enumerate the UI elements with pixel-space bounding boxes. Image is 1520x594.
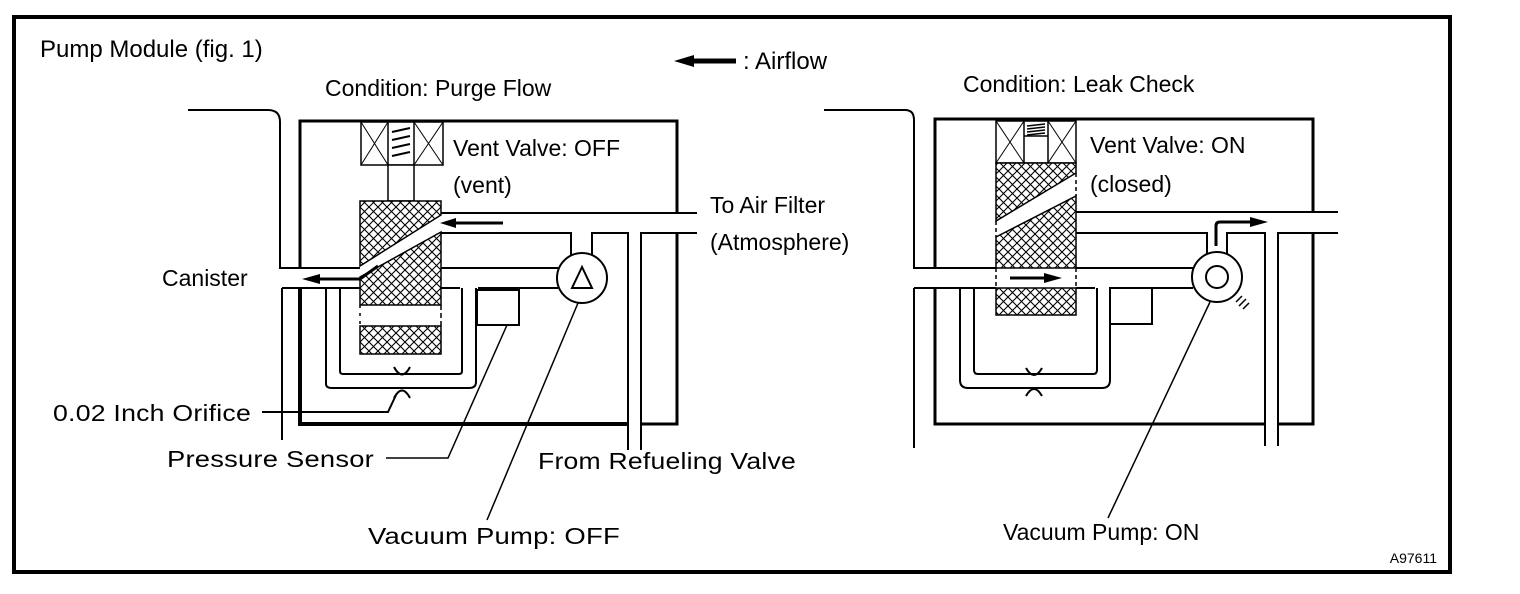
vacuum-pump-state: Vacuum Pump: ON xyxy=(1003,519,1199,545)
canister-pipe xyxy=(824,109,996,269)
vent-valve-state: Vent Valve: OFF xyxy=(453,135,620,161)
legend-label: : Airflow xyxy=(743,48,828,75)
figure-frame xyxy=(12,15,1452,574)
module-housing xyxy=(298,119,679,268)
module-housing xyxy=(933,117,1315,268)
solenoid-coil xyxy=(995,120,1077,164)
airflow-arrow-inlet xyxy=(440,218,503,228)
orifice-leader xyxy=(262,394,397,413)
panel-purge-flow: Condition: Purge Flow xyxy=(53,75,849,549)
vacuum-pump-state: Vacuum Pump: OFF xyxy=(368,523,620,549)
vent-valve-spool xyxy=(359,200,442,355)
triangle-pump-icon xyxy=(556,252,608,304)
condition-label: Condition: Leak Check xyxy=(963,71,1195,97)
pressure-sensor xyxy=(476,289,520,326)
figure-code: A97611 xyxy=(1390,550,1437,566)
pressure-sensor-label: Pressure Sensor xyxy=(167,446,374,472)
canister-pipe xyxy=(188,109,360,269)
orifice-label: 0.02 Inch Orifice xyxy=(53,400,251,426)
orifice-icon xyxy=(1025,367,1043,397)
vent-valve-note: (closed) xyxy=(1090,171,1172,197)
vacuum-pump-leader xyxy=(486,302,579,521)
vent-valve-note: (vent) xyxy=(453,172,512,198)
pressure-sensor xyxy=(1109,287,1153,325)
atmosphere-label: (Atmosphere) xyxy=(710,229,849,255)
running-pump-icon xyxy=(1191,251,1250,310)
canister-label: Canister xyxy=(162,265,248,291)
airflow-legend: : Airflow xyxy=(674,48,828,75)
vacuum-pump-leader xyxy=(1107,301,1211,519)
air-filter-label: To Air Filter xyxy=(710,192,825,218)
airflow-arrow-through-valve xyxy=(1010,273,1062,283)
panel-leak-check: Condition: Leak Check xyxy=(824,71,1338,545)
solenoid-coil xyxy=(360,121,444,202)
refueling-valve-label: From Refueling Valve xyxy=(538,448,796,474)
airflow-arrow-canister xyxy=(302,264,379,284)
figure-title: Pump Module (fig. 1) xyxy=(40,36,263,63)
pressure-sensor-leader xyxy=(386,324,508,459)
vent-valve-spool xyxy=(995,162,1077,316)
vent-valve-state: Vent Valve: ON xyxy=(1090,132,1246,158)
condition-label: Condition: Purge Flow xyxy=(325,75,552,101)
left-arrow-icon xyxy=(674,55,736,67)
orifice-icon xyxy=(393,366,411,399)
airflow-arrow-exhaust xyxy=(1214,217,1268,246)
